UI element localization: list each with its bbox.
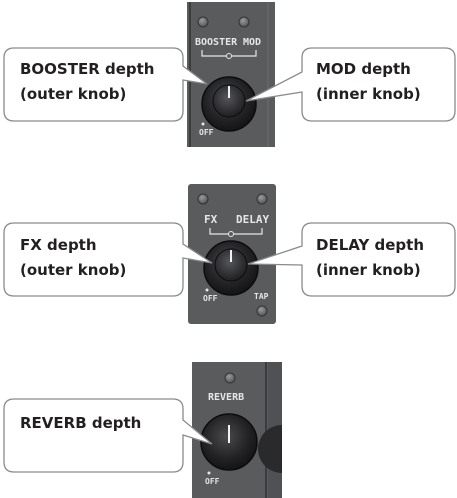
delay-label: DELAY	[236, 213, 269, 226]
panel-1-bracket-ring	[226, 53, 232, 59]
callout-mod-line1: MOD depth	[316, 60, 411, 78]
panel-reverb: REVERB OFF	[192, 362, 282, 498]
panel-2-bracket-ring	[228, 231, 234, 237]
tap-label: TAP	[254, 292, 269, 301]
delay-led	[256, 193, 268, 205]
neighbor-knob-edge	[258, 425, 282, 473]
callout-booster-line1: BOOSTER depth	[20, 60, 155, 78]
callout-delay-depth-box	[247, 222, 456, 297]
panel-fx-delay: FX DELAY OFF TAP	[188, 184, 276, 324]
callout-fx-depth: FX depth (outer knob)	[3, 222, 213, 297]
mod-label: MOD	[243, 37, 261, 48]
panel-booster-mod: BOOSTER MOD OFF	[187, 2, 275, 147]
reverb-label: REVERB	[208, 392, 244, 403]
panel-3-off-label: OFF	[205, 477, 220, 486]
panel-1-off-dot	[201, 122, 205, 126]
fx-led	[197, 193, 209, 205]
callout-fx-line2: (outer knob)	[20, 261, 126, 279]
callout-reverb-depth: REVERB depth	[3, 398, 213, 473]
callout-reverb-line1: REVERB depth	[20, 414, 141, 432]
mod-led	[238, 16, 250, 28]
panel-3-off-dot	[207, 471, 211, 475]
callout-mod-depth: MOD depth (inner knob)	[245, 47, 456, 122]
callout-delay-depth: DELAY depth (inner knob)	[247, 222, 456, 297]
mod-inner-knob[interactable]	[212, 84, 246, 118]
callout-mod-line2: (inner knob)	[316, 85, 421, 103]
booster-label: BOOSTER	[195, 37, 238, 48]
panel-2-bracket	[209, 228, 263, 235]
panel-2-off-label: OFF	[203, 294, 218, 303]
tap-led	[256, 305, 268, 317]
callout-reverb-depth-box	[3, 398, 213, 473]
callout-booster-line2: (outer knob)	[20, 85, 126, 103]
fx-label: FX	[204, 213, 218, 226]
callout-mod-depth-box	[245, 47, 456, 122]
callout-fx-depth-box	[3, 222, 213, 297]
reverb-led	[224, 372, 236, 384]
callout-fx-line1: FX depth	[20, 236, 97, 254]
callout-booster-depth: BOOSTER depth (outer knob)	[3, 47, 208, 122]
panel-2-off-dot	[205, 288, 209, 292]
delay-inner-knob[interactable]	[214, 248, 248, 282]
booster-led	[197, 16, 209, 28]
callout-delay-line2: (inner knob)	[316, 261, 421, 279]
callout-delay-line1: DELAY depth	[316, 236, 424, 254]
panel-1-off-label: OFF	[199, 128, 214, 137]
callout-booster-depth-box	[3, 47, 208, 122]
